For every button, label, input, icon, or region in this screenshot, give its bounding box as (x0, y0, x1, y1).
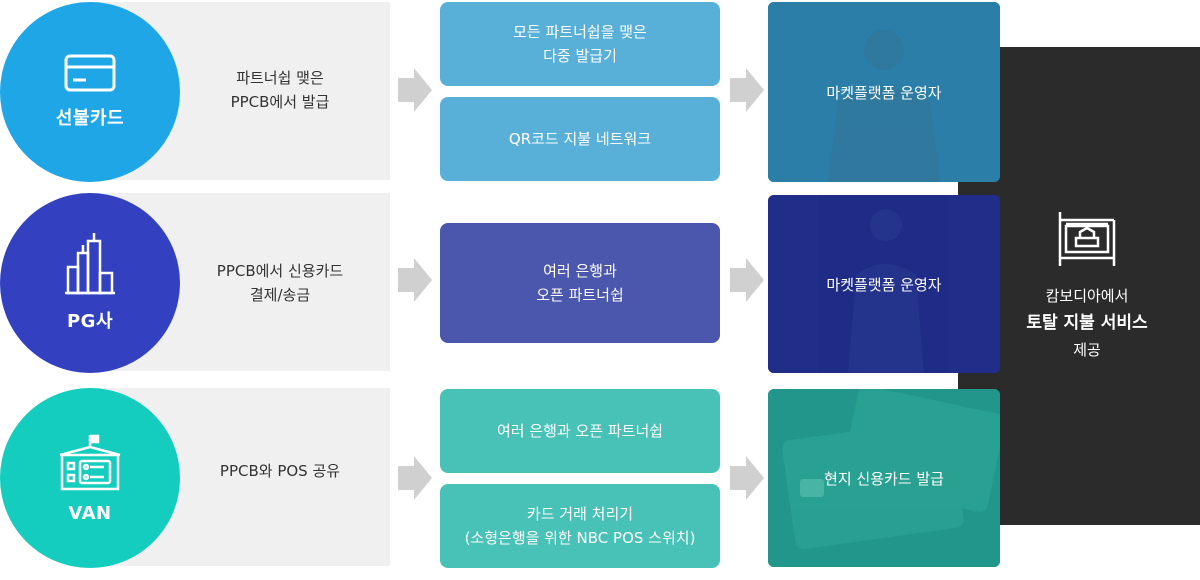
feature-box: 여러 은행과 오픈 파트너쉽 (440, 223, 720, 343)
description-line: 파트너쉽 맺은 (236, 69, 324, 87)
circle-van: VAN (0, 388, 180, 568)
result-line-2: 토탈 지불 서비스 (1026, 313, 1148, 333)
feature-box: QR코드 지불 네트워크 (440, 97, 720, 181)
row-description: 파트너쉽 맺은 PPCB에서 발급 (180, 62, 380, 118)
photo-tile-market-operator: 마켓플랫폼 운영자 (768, 195, 1000, 373)
card-icon (64, 54, 116, 96)
pos-terminal-icon (1058, 210, 1116, 272)
row-description: PPCB와 POS 공유 (180, 458, 380, 484)
description-line: PPCB에서 발급 (230, 93, 330, 111)
arrow-right-icon (730, 68, 764, 112)
box-line: 카드 거래 처리기 (526, 505, 634, 523)
circle-prepaid-card: 선불카드 (0, 2, 180, 182)
box-line: 오픈 파트너쉽 (536, 286, 624, 304)
photo-tile-market-operator: 마켓플랫폼 운영자 (768, 2, 1000, 182)
box-line: 모든 파트너쉽을 맺은 (513, 23, 647, 41)
photo-tile-local-card: 현지 신용카드 발급 (768, 389, 1000, 567)
box-line: 다중 발급기 (543, 47, 617, 65)
box-line: (소형은행을 위한 NBC POS 스위치) (464, 529, 696, 547)
circle-label: PG사 (66, 311, 114, 332)
result-line-1: 캄보디아에서 (1045, 287, 1129, 305)
building-flag-icon (58, 433, 122, 495)
box-line: 여러 은행과 (543, 262, 617, 280)
description-line: PPCB에서 신용카드 (216, 262, 344, 280)
arrow-right-icon (398, 258, 432, 302)
circle-label: 선불카드 (55, 108, 125, 129)
row-description: PPCB에서 신용카드 결제/송금 (180, 255, 380, 311)
feature-box: 카드 거래 처리기 (소형은행을 위한 NBC POS 스위치) (440, 484, 720, 568)
description-line: PPCB와 POS 공유 (219, 462, 341, 480)
photo-label: 현지 신용카드 발급 (824, 469, 944, 488)
box-line: 여러 은행과 오픈 파트너쉽 (496, 422, 664, 440)
arrow-right-icon (730, 456, 764, 500)
description-line: 결제/송금 (249, 286, 311, 304)
arrow-right-icon (398, 456, 432, 500)
arrow-right-icon (398, 68, 432, 112)
circle-pg-company: PG사 (0, 193, 180, 373)
buildings-icon (64, 233, 116, 299)
arrow-right-icon (730, 258, 764, 302)
photo-label: 마켓플랫폼 운영자 (826, 83, 942, 102)
feature-box: 여러 은행과 오픈 파트너쉽 (440, 389, 720, 473)
feature-box: 모든 파트너쉽을 맺은 다중 발급기 (440, 2, 720, 86)
photo-label: 마켓플랫폼 운영자 (826, 275, 942, 294)
circle-label: VAN (68, 502, 112, 524)
result-line-3: 제공 (1073, 341, 1101, 359)
box-line: QR코드 지불 네트워크 (508, 130, 652, 148)
